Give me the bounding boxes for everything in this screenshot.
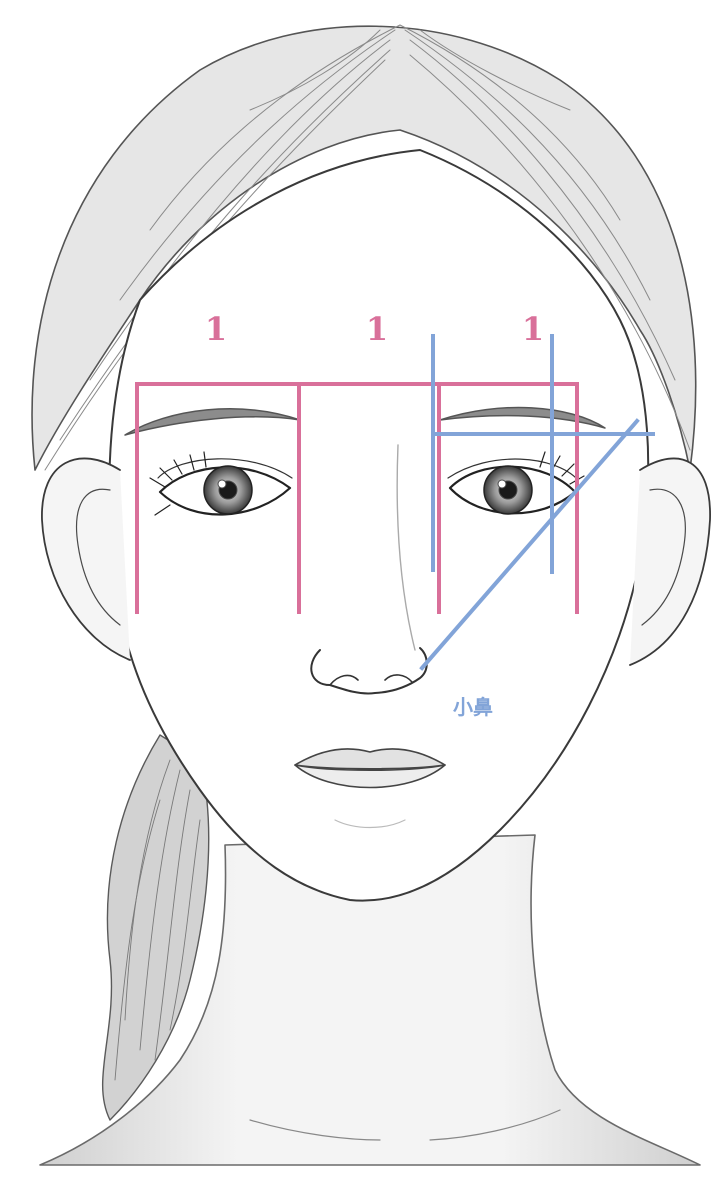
right-ear xyxy=(630,458,710,665)
ratio-label-right: 1 xyxy=(522,310,544,348)
left-ear xyxy=(42,458,130,660)
face-sketch xyxy=(32,25,710,1165)
nose-wing-label: 小鼻 xyxy=(453,695,493,719)
ratio-label-left: 1 xyxy=(205,310,227,348)
ratio-label-middle: 1 xyxy=(366,310,388,348)
